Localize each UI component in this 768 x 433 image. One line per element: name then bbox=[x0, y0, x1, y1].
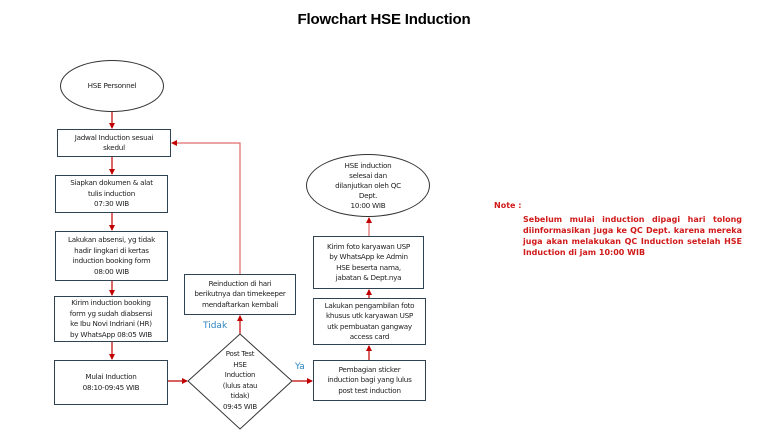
step-attendance: Lakukan absensi, yg tidak hadir lingkari… bbox=[55, 231, 168, 281]
step-send-booking-form: Kirim induction booking form yg sudah di… bbox=[54, 296, 168, 342]
note-text: Sebelum mulai induction dipagi hari tolo… bbox=[523, 215, 742, 257]
step-send-photo: Kirim foto karyawan USP by WhatsApp ke A… bbox=[313, 236, 424, 289]
decision-post-test-label: Post Test HSE Induction (lulus atau tida… bbox=[222, 350, 258, 411]
step-schedule: Jadwal Induction sesuai skedul bbox=[57, 129, 171, 157]
note-label: Note : bbox=[494, 201, 522, 210]
arrow-reinduction-to-schedule bbox=[171, 140, 241, 274]
end-node-qc-handover: HSE induction selesai dan dilanjutkan ol… bbox=[306, 154, 430, 217]
step-reinduction: Reinduction di hari berikutnya dan timek… bbox=[184, 274, 296, 315]
step-start-induction: Mulai Induction 08:10-09:45 WIB bbox=[54, 360, 168, 405]
step-sticker: Pembagian sticker induction bagi yang lu… bbox=[313, 360, 426, 401]
decision-diamond bbox=[187, 333, 293, 430]
step-photo: Lakukan pengambilan foto khusus utk kary… bbox=[313, 298, 426, 345]
start-node-hse-personnel: HSE Personnel bbox=[60, 60, 164, 112]
branch-label-yes: Ya bbox=[295, 362, 305, 372]
page-title: Flowchart HSE Induction bbox=[297, 11, 471, 28]
step-prepare-documents: Siapkan dokumen & alat tulis induction 0… bbox=[55, 175, 168, 213]
branch-label-no: Tidak bbox=[203, 321, 228, 331]
